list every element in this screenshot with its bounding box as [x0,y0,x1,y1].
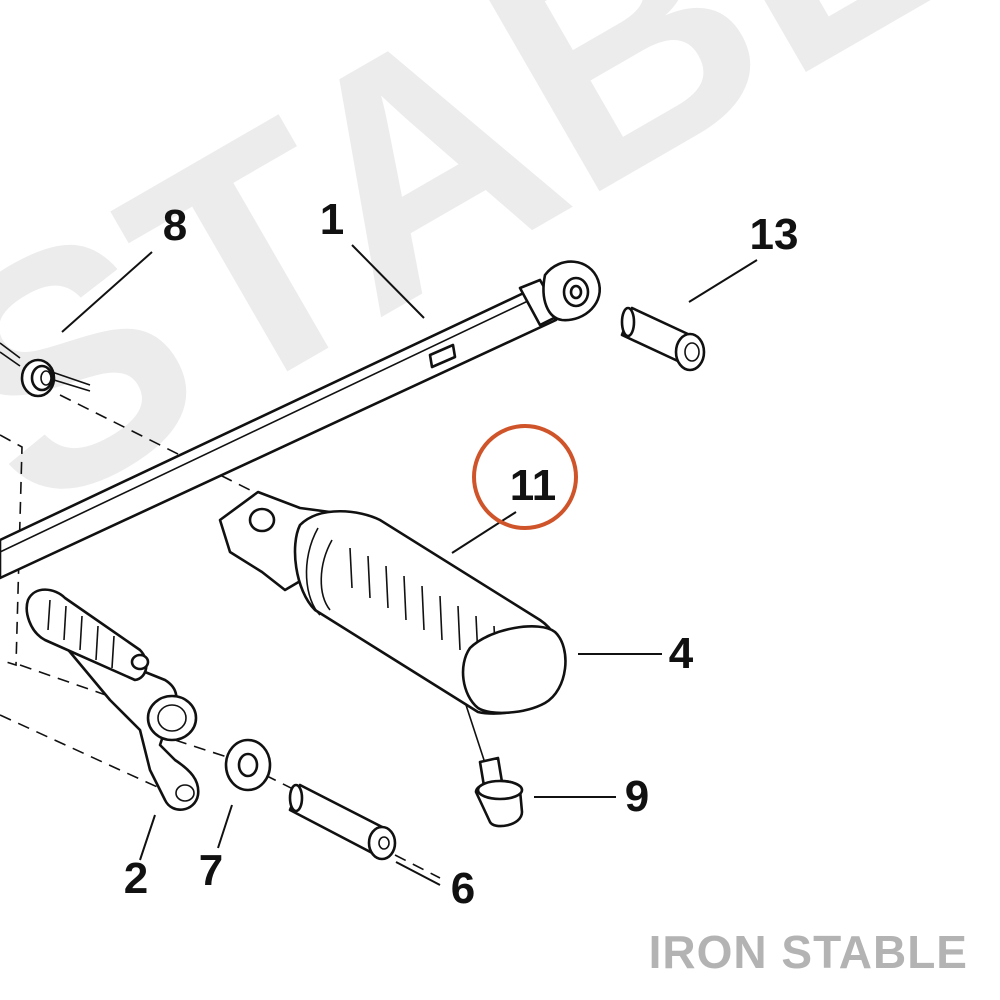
leader-lines [61,244,758,886]
callout-9: 9 [625,772,649,821]
rod-end-bolt [620,306,706,372]
callout-4: 4 [669,629,694,678]
highlight-ring [472,424,578,530]
footpeg-nut [465,704,524,828]
return-spring [0,342,91,398]
callout-7: 7 [199,846,223,895]
callout-6: 6 [451,864,475,913]
footpeg-assembly [218,490,567,715]
washer [224,738,272,792]
callout-11: 11 [510,461,557,510]
callout-2: 2 [124,854,148,903]
brand-logo-text: IRON STABLE [649,926,968,978]
pivot-pin [288,783,397,861]
callout-1: 1 [320,195,344,244]
shifter-lever [25,588,200,811]
shift-rod [0,260,601,580]
callout-8: 8 [163,201,187,250]
callout-13: 13 [750,210,799,259]
